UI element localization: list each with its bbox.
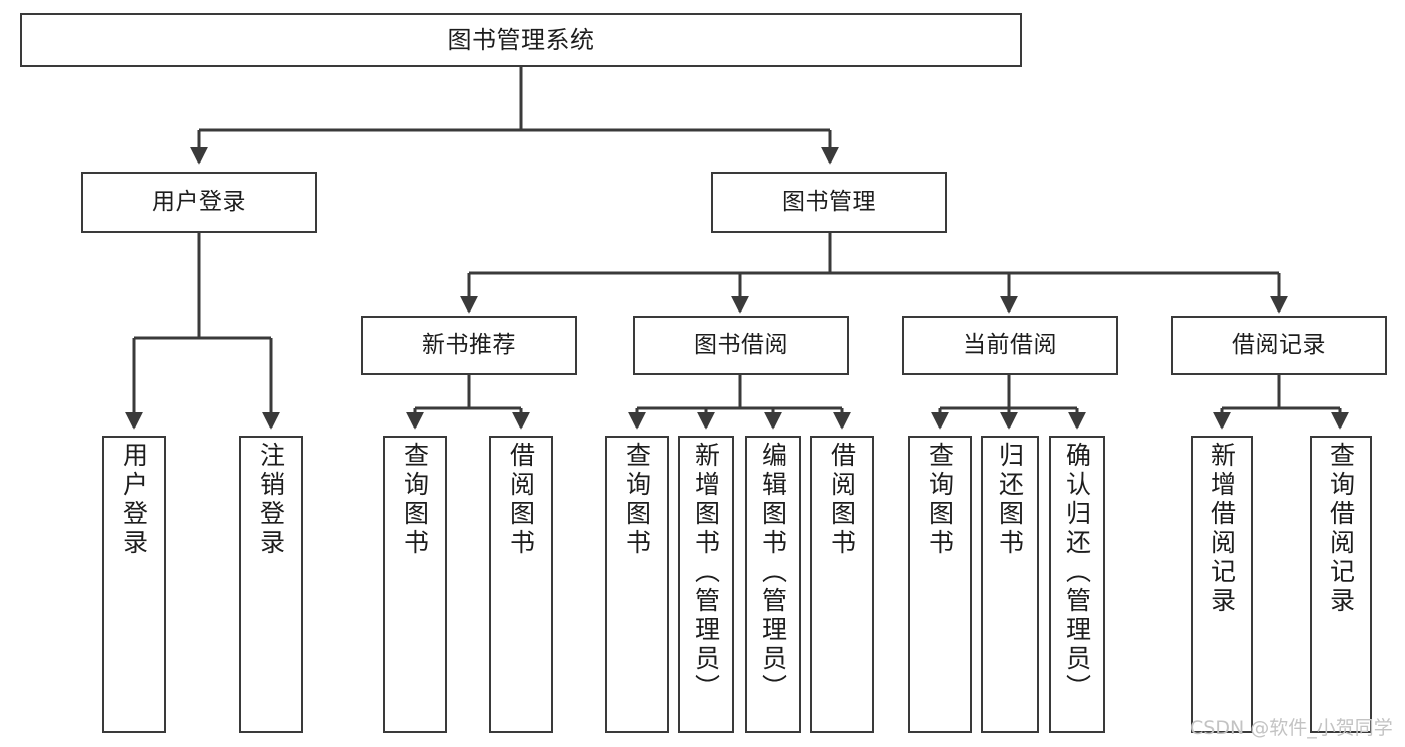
node-leaf-query-book-2-label: 查询图书 bbox=[622, 442, 652, 558]
node-leaf-query-book-3-label: 查询图书 bbox=[925, 442, 955, 558]
node-book-borrow[interactable]: 图书借阅 bbox=[633, 316, 849, 375]
node-leaf-user-login[interactable]: 用户登录 bbox=[102, 436, 166, 733]
watermark-text: CSDN @软件_小贺同学 bbox=[1190, 717, 1393, 739]
node-leaf-add-record-label: 新增借阅记录 bbox=[1207, 442, 1237, 616]
node-leaf-query-book-1-label: 查询图书 bbox=[400, 442, 430, 558]
node-leaf-borrow-book-2-label: 借阅图书 bbox=[827, 442, 857, 558]
node-user-login-label: 用户登录 bbox=[152, 188, 246, 215]
node-leaf-query-book-2[interactable]: 查询图书 bbox=[605, 436, 669, 733]
node-leaf-confirm-return[interactable]: 确认归还（管理员） bbox=[1049, 436, 1105, 733]
node-leaf-add-book[interactable]: 新增图书（管理员） bbox=[678, 436, 734, 733]
node-borrow-record-label: 借阅记录 bbox=[1232, 331, 1326, 358]
node-leaf-query-book-1[interactable]: 查询图书 bbox=[383, 436, 447, 733]
node-leaf-query-book-3[interactable]: 查询图书 bbox=[908, 436, 972, 733]
node-new-book-recommend-label: 新书推荐 bbox=[422, 331, 516, 358]
node-current-borrow-label: 当前借阅 bbox=[963, 331, 1057, 358]
node-leaf-query-record[interactable]: 查询借阅记录 bbox=[1310, 436, 1372, 733]
node-leaf-return-book[interactable]: 归还图书 bbox=[981, 436, 1039, 733]
node-leaf-edit-book[interactable]: 编辑图书（管理员） bbox=[745, 436, 801, 733]
node-book-borrow-label: 图书借阅 bbox=[694, 331, 788, 358]
node-leaf-logout-label: 注销登录 bbox=[256, 442, 286, 558]
node-leaf-borrow-book-1[interactable]: 借阅图书 bbox=[489, 436, 553, 733]
node-leaf-borrow-book-1-label: 借阅图书 bbox=[506, 442, 536, 558]
node-root-label: 图书管理系统 bbox=[447, 25, 595, 54]
node-leaf-add-book-label: 新增图书（管理员） bbox=[691, 442, 721, 703]
node-leaf-query-record-label: 查询借阅记录 bbox=[1326, 442, 1356, 616]
node-leaf-return-book-label: 归还图书 bbox=[995, 442, 1025, 558]
node-leaf-user-login-label: 用户登录 bbox=[119, 442, 149, 558]
node-leaf-confirm-return-label: 确认归还（管理员） bbox=[1062, 442, 1092, 703]
node-leaf-borrow-book-2[interactable]: 借阅图书 bbox=[810, 436, 874, 733]
node-book-manage-label: 图书管理 bbox=[782, 188, 876, 215]
node-current-borrow[interactable]: 当前借阅 bbox=[902, 316, 1118, 375]
node-new-book-recommend[interactable]: 新书推荐 bbox=[361, 316, 577, 375]
node-root[interactable]: 图书管理系统 bbox=[20, 13, 1022, 67]
node-user-login[interactable]: 用户登录 bbox=[81, 172, 317, 233]
node-leaf-logout[interactable]: 注销登录 bbox=[239, 436, 303, 733]
node-leaf-edit-book-label: 编辑图书（管理员） bbox=[758, 442, 788, 703]
node-borrow-record[interactable]: 借阅记录 bbox=[1171, 316, 1387, 375]
node-book-manage[interactable]: 图书管理 bbox=[711, 172, 947, 233]
node-leaf-add-record[interactable]: 新增借阅记录 bbox=[1191, 436, 1253, 733]
